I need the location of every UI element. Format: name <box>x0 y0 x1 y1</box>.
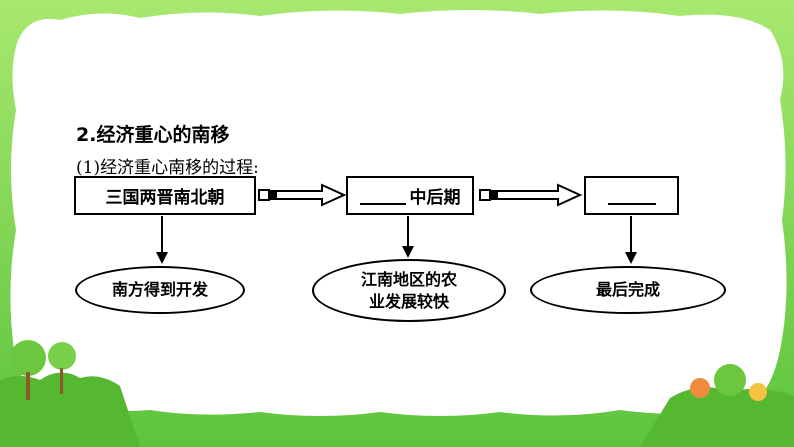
stage-box-label: 三国两晋南北朝 <box>105 188 225 208</box>
result-oval-2: 江南地区的农业发展较快 <box>312 259 506 322</box>
result-oval-3: 最后完成 <box>530 266 726 314</box>
down-arrow-icon <box>156 252 168 264</box>
result-oval-1: 南方得到开发 <box>75 266 245 314</box>
stage-box-3 <box>584 176 679 215</box>
result-label: 江南地区的农业发展较快 <box>361 269 457 313</box>
process-subheading: (1)经济重心南移的过程: <box>76 158 259 178</box>
stage-box-2: 中后期 <box>346 176 474 215</box>
stage-box-label: 中后期 <box>409 188 461 208</box>
right-arrow-icon <box>496 183 583 207</box>
stage-box-1: 三国两晋南北朝 <box>74 176 256 215</box>
result-label-line: 业发展较快 <box>368 291 449 311</box>
fill-in-blank <box>607 187 656 205</box>
down-arrow-icon <box>625 252 637 264</box>
result-label: 南方得到开发 <box>111 280 208 299</box>
section-heading: 2.经济重心的南移 <box>76 124 230 146</box>
result-label: 最后完成 <box>595 280 660 299</box>
result-label-line: 江南地区的农 <box>360 269 457 289</box>
down-arrow-icon <box>402 246 414 258</box>
flow-connectors <box>156 183 637 264</box>
right-arrow-icon <box>275 183 347 207</box>
fill-in-blank <box>359 187 406 205</box>
grass-decoration <box>0 340 794 447</box>
